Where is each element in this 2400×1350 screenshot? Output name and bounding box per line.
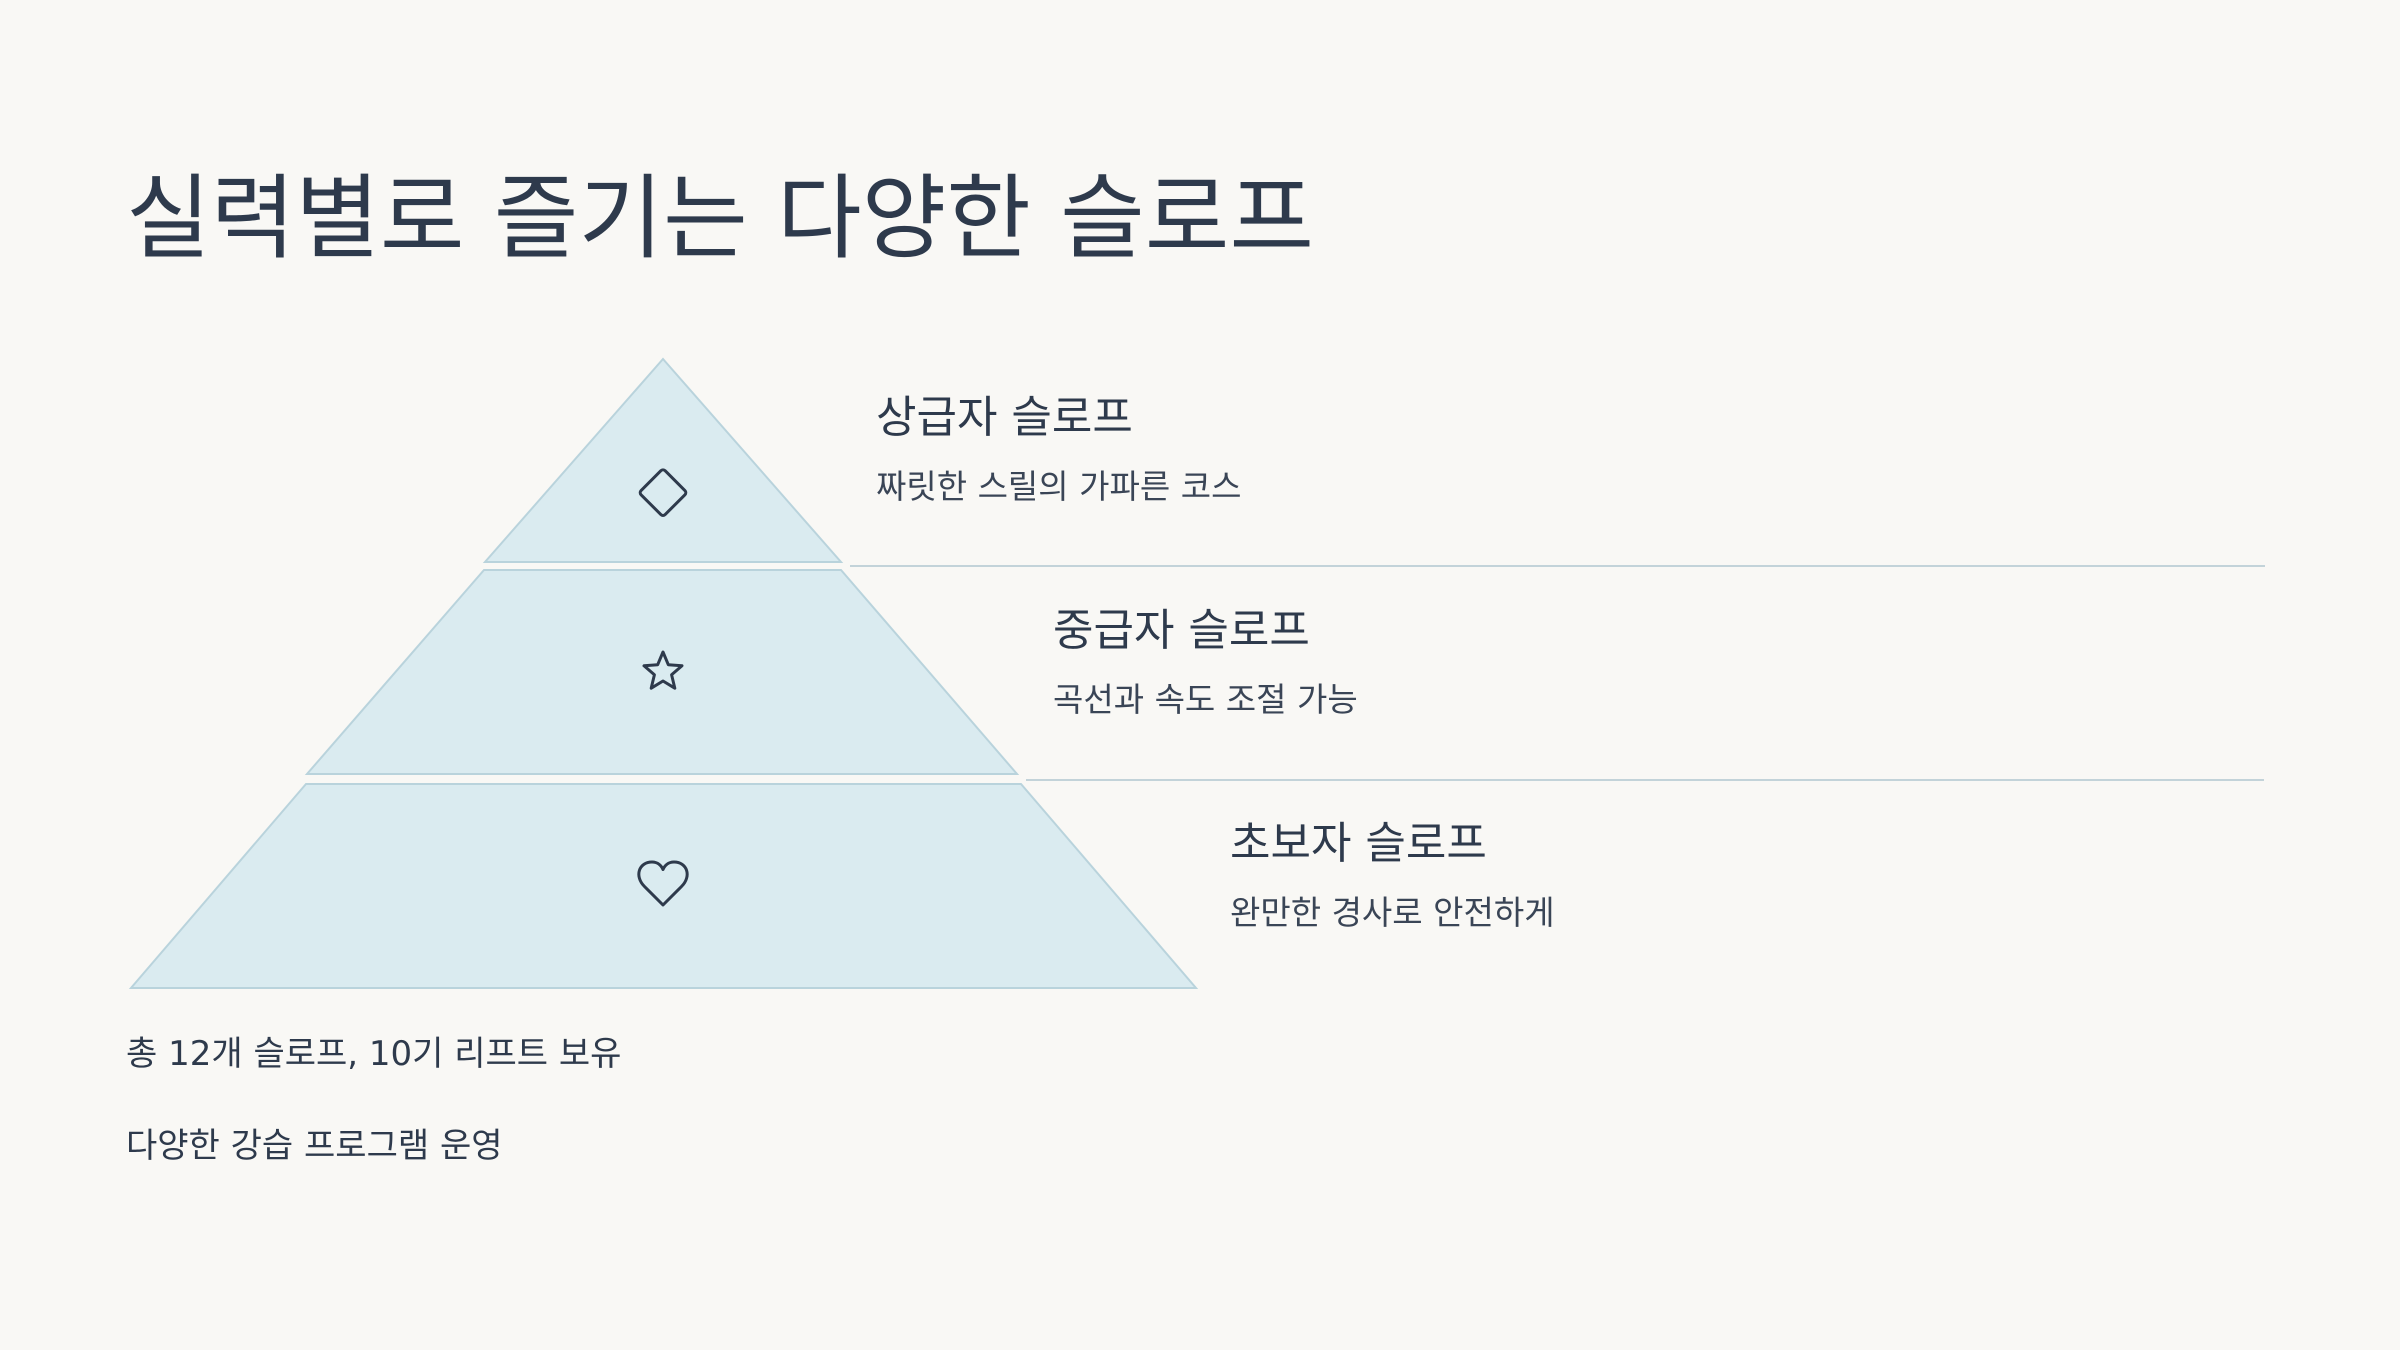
level-title: 상급자 슬로프 <box>876 392 1133 443</box>
heart-icon <box>637 860 689 907</box>
pyramid-tier-advanced <box>482 357 844 563</box>
level-description: 짜릿한 스릴의 가파른 코스 <box>876 466 1242 506</box>
level-title: 초보자 슬로프 <box>1230 818 1487 869</box>
level-title: 중급자 슬로프 <box>1053 605 1310 656</box>
star-icon <box>642 650 684 690</box>
pyramid-tier-intermediate <box>304 569 1020 775</box>
slide-title: 실력별로 즐기는 다양한 슬로프 <box>126 165 1315 272</box>
level-description: 곡선과 속도 조절 가능 <box>1053 679 1358 719</box>
level-intermediate: 중급자 슬로프 곡선과 속도 조절 가능 <box>1053 605 1358 719</box>
note-slope-count: 총 12개 슬로프, 10기 리프트 보유 <box>126 1034 622 1074</box>
note-lesson-programs: 다양한 강습 프로그램 운영 <box>126 1126 503 1166</box>
diamond-icon <box>638 468 688 517</box>
level-advanced: 상급자 슬로프 짜릿한 스릴의 가파른 코스 <box>876 392 1241 506</box>
pyramid-tier-beginner <box>128 783 1199 989</box>
level-description: 완만한 경사로 안전하게 <box>1230 892 1555 932</box>
level-beginner: 초보자 슬로프 완만한 경사로 안전하게 <box>1230 818 1555 932</box>
